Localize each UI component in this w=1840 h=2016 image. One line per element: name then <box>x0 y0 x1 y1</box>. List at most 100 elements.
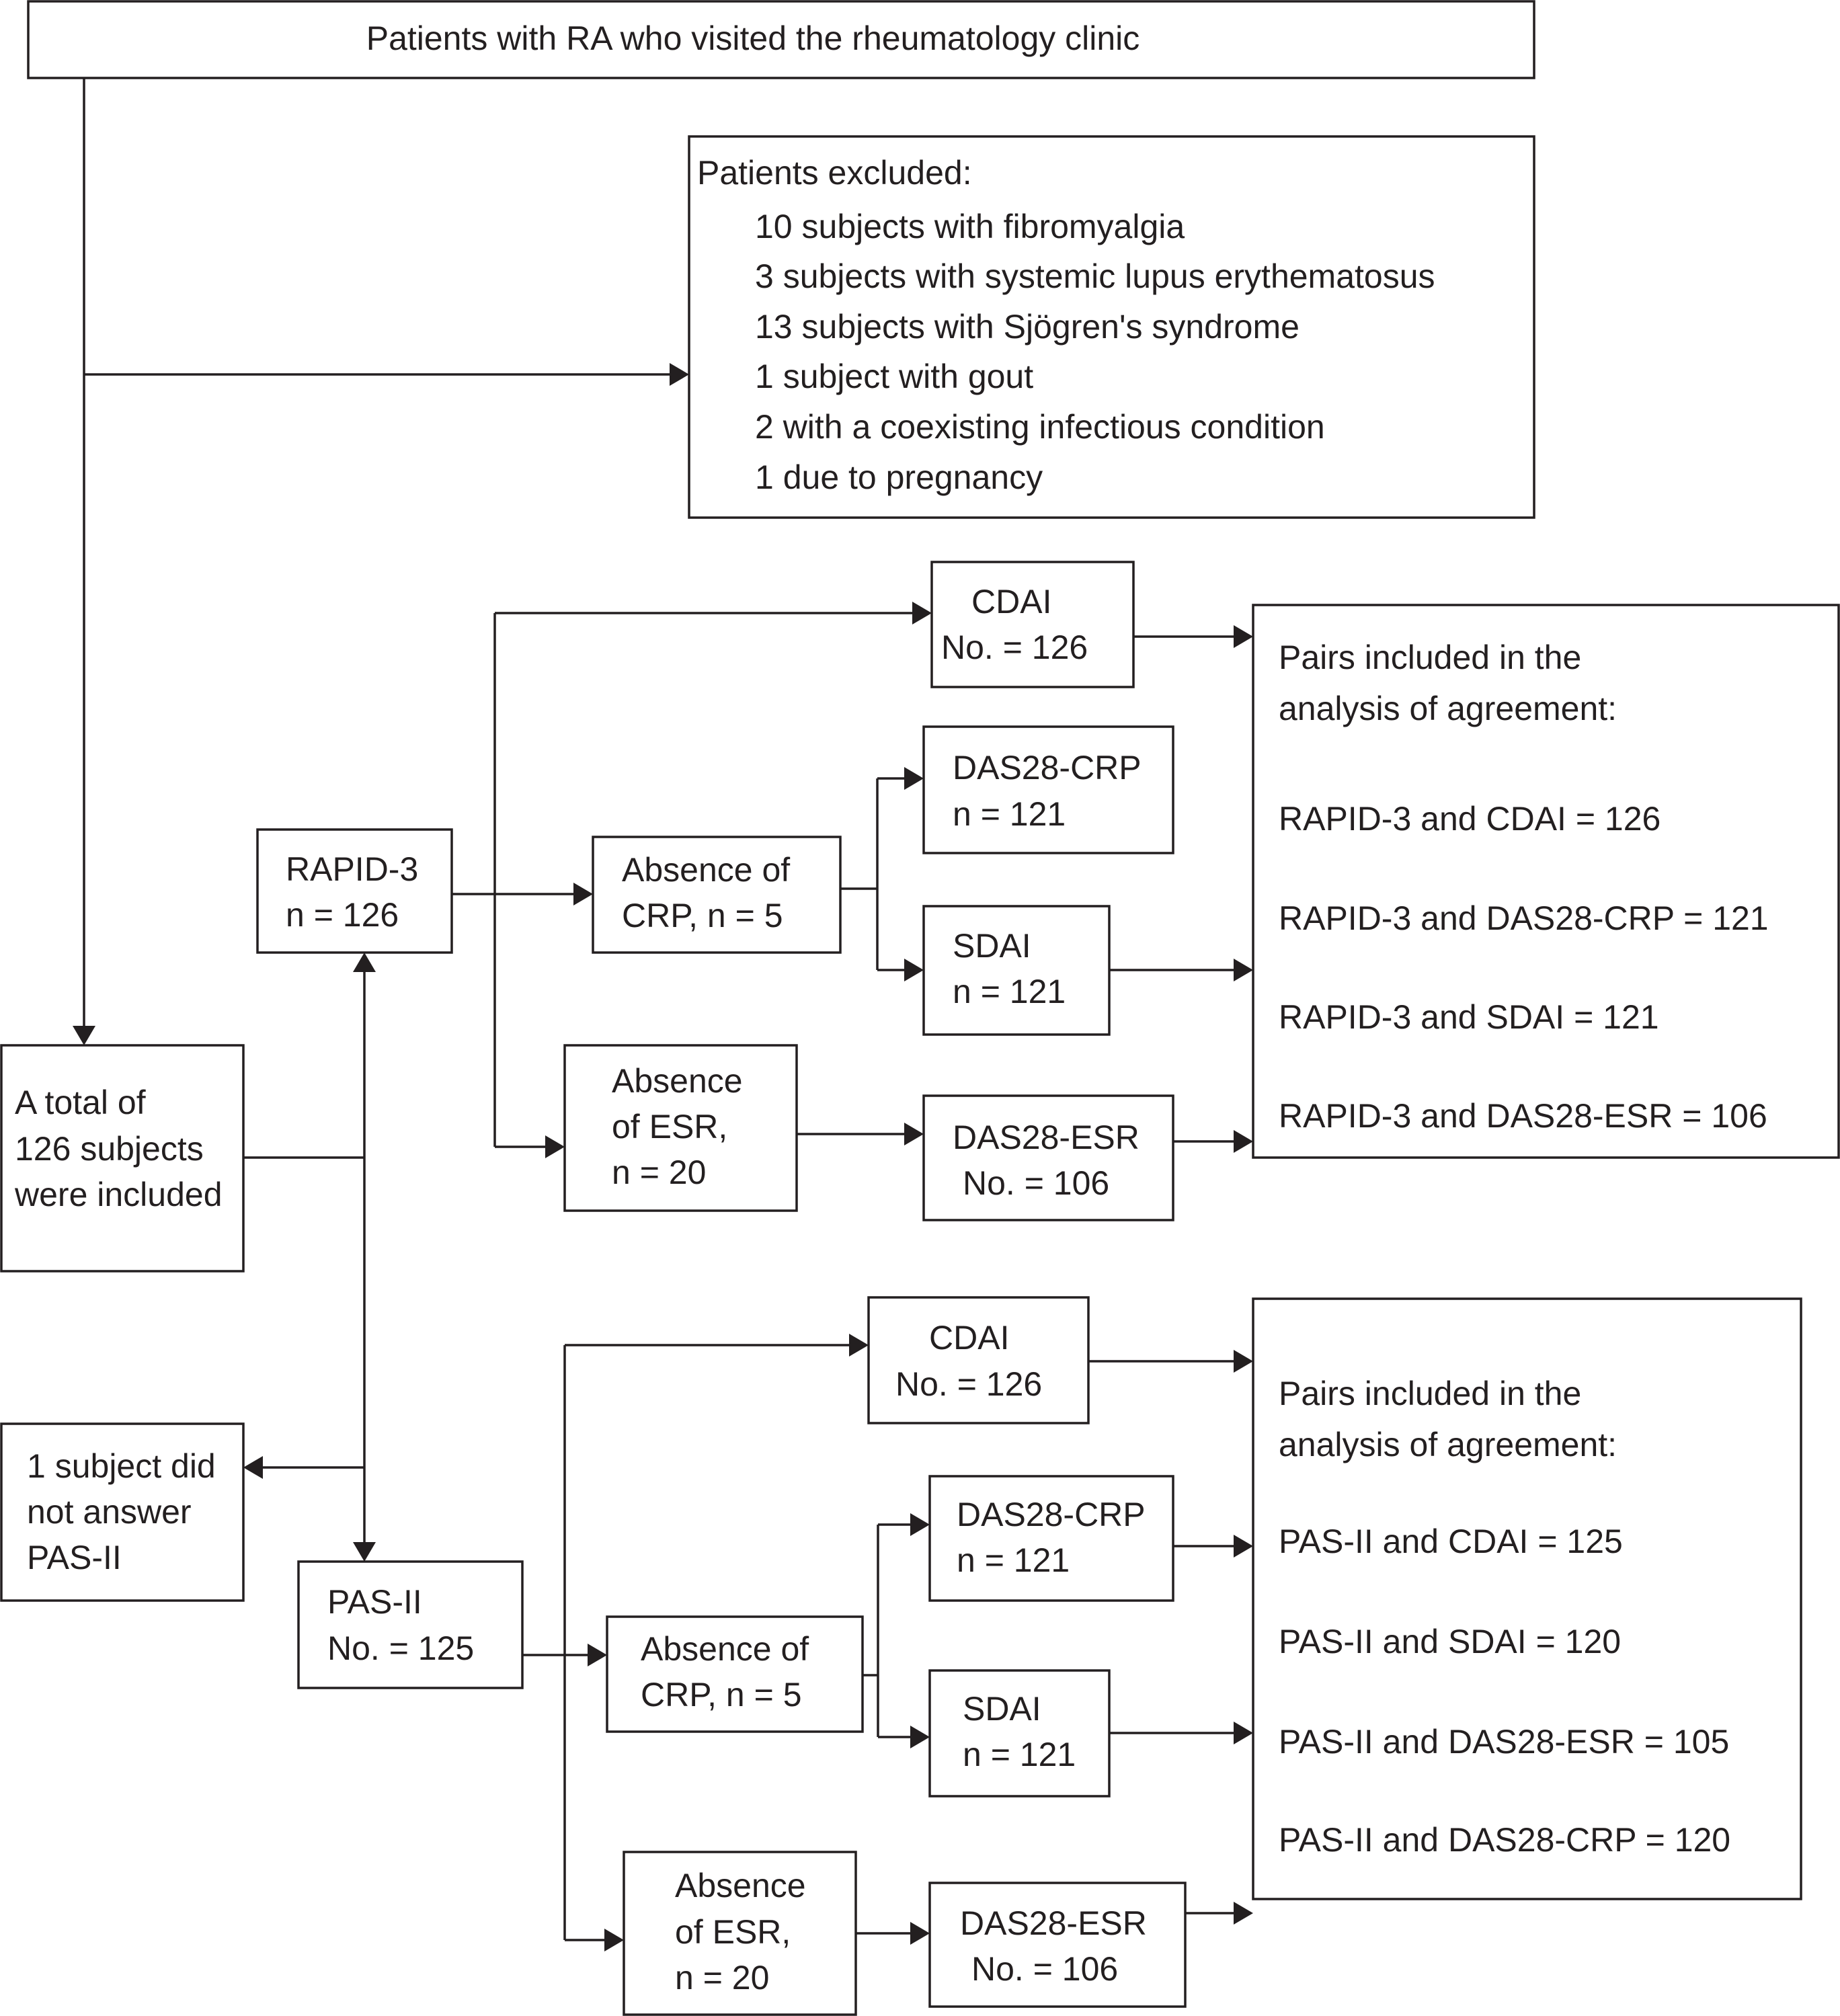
arrowhead <box>243 1456 263 1479</box>
rapid3-das28-crp-label: DAS28-CRP <box>953 749 1142 787</box>
pas2-box: PAS-II No. = 125 <box>297 1560 524 1689</box>
pas2-pairs-heading: Pairs included in the <box>1279 1375 1581 1412</box>
rapid3-absence-esr-line: of ESR, <box>612 1108 727 1145</box>
arrowhead <box>588 1644 607 1666</box>
pas2-pairs-heading: analysis of agreement: <box>1279 1426 1617 1463</box>
pas2-sdai-count: n = 121 <box>963 1736 1076 1773</box>
rapid3-cdai-count: No. = 126 <box>941 629 1088 666</box>
rapid3-das28-crp-box: DAS28-CRP n = 121 <box>922 725 1174 854</box>
rapid3-absence-esr-box: Absence of ESR, n = 20 <box>563 1044 798 1212</box>
arrowhead <box>904 959 924 981</box>
connectors <box>73 78 1253 1951</box>
rapid3-sdai-count: n = 121 <box>953 973 1066 1010</box>
rapid3-pair-item: RAPID-3 and DAS28-ESR = 106 <box>1279 1097 1767 1135</box>
pas2-pair-item: PAS-II and DAS28-CRP = 120 <box>1279 1821 1730 1859</box>
pas2-cdai-box: CDAI No. = 126 <box>867 1296 1090 1424</box>
excluded-item: 3 subjects with systemic lupus erythemat… <box>755 257 1435 295</box>
rapid3-pair-item: RAPID-3 and DAS28-CRP = 121 <box>1279 899 1769 937</box>
excluded-item: 10 subjects with fibromyalgia <box>755 208 1185 245</box>
rapid3-box: RAPID-3 n = 126 <box>256 828 453 954</box>
pas2-cdai-count: No. = 126 <box>895 1365 1042 1403</box>
pas2-das28-esr-box: DAS28-ESR No. = 106 <box>928 1882 1187 2008</box>
rapid3-sdai-label: SDAI <box>953 927 1031 965</box>
rapid3-absence-crp-line: CRP, n = 5 <box>622 897 783 934</box>
arrowhead <box>604 1929 624 1951</box>
rapid3-pairs-heading: Pairs included in the <box>1279 639 1581 676</box>
no-answer-line: not answer <box>27 1493 192 1531</box>
pas2-absence-esr-line: Absence <box>675 1867 806 1904</box>
excluded-title: Patients excluded: <box>697 154 972 192</box>
pas2-das28-esr-label: DAS28-ESR <box>960 1904 1147 1942</box>
rapid3-das28-esr-label: DAS28-ESR <box>953 1119 1139 1156</box>
arrowhead <box>1234 959 1253 981</box>
no-answer-box: 1 subject did not answer PAS-II <box>0 1422 245 1602</box>
total-line: were included <box>14 1176 223 1213</box>
excluded-item: 1 due to pregnancy <box>755 458 1043 496</box>
rapid3-label: RAPID-3 <box>286 850 418 888</box>
pas2-sdai-label: SDAI <box>963 1690 1041 1728</box>
pas2-count: No. = 125 <box>327 1629 474 1667</box>
rapid3-pairs-box: Pairs included in the analysis of agreem… <box>1252 604 1840 1159</box>
rapid3-das28-esr-count: No. = 106 <box>963 1164 1109 1202</box>
arrowhead <box>1234 1350 1253 1373</box>
arrowhead <box>573 883 593 905</box>
arrowhead <box>910 1513 930 1536</box>
arrowhead <box>670 363 689 386</box>
pas2-cdai-label: CDAI <box>929 1319 1009 1357</box>
arrowhead <box>849 1334 869 1357</box>
rapid3-count: n = 126 <box>286 896 399 934</box>
pas2-absence-crp-line: Absence of <box>641 1630 809 1668</box>
arrowhead <box>1234 1902 1253 1925</box>
rapid3-das28-crp-count: n = 121 <box>953 795 1066 833</box>
total-line: 126 subjects <box>15 1130 204 1168</box>
arrowhead <box>353 953 376 972</box>
arrowhead <box>1234 1130 1253 1153</box>
arrowhead <box>1234 625 1253 648</box>
arrowhead <box>910 1726 930 1748</box>
excluded-item: 1 subject with gout <box>755 358 1033 395</box>
rapid3-pair-item: RAPID-3 and CDAI = 126 <box>1279 800 1661 838</box>
total-line: A total of <box>15 1084 146 1121</box>
rapid3-absence-crp-line: Absence of <box>622 851 790 889</box>
rapid3-absence-esr-line: n = 20 <box>612 1154 706 1191</box>
arrowhead <box>910 1922 930 1945</box>
rapid3-cdai-box: CDAI No. = 126 <box>930 561 1135 688</box>
rapid3-absence-crp-box: Absence of CRP, n = 5 <box>592 836 842 954</box>
arrowhead <box>353 1542 376 1562</box>
pas2-das28-crp-label: DAS28-CRP <box>957 1496 1146 1533</box>
pas2-pair-item: PAS-II and DAS28-ESR = 105 <box>1279 1723 1729 1761</box>
pas2-pair-item: PAS-II and SDAI = 120 <box>1279 1623 1621 1660</box>
pas2-absence-esr-line: n = 20 <box>675 1959 769 1997</box>
pas2-das28-crp-box: DAS28-CRP n = 121 <box>928 1475 1174 1602</box>
excluded-box: Patients excluded: 10 subjects with fibr… <box>688 135 1535 519</box>
no-answer-line: 1 subject did <box>27 1447 216 1485</box>
pas2-absence-crp-line: CRP, n = 5 <box>641 1676 802 1713</box>
pas2-pairs-box: Pairs included in the analysis of agreem… <box>1252 1297 1802 1900</box>
pas2-das28-esr-count: No. = 106 <box>971 1950 1118 1988</box>
arrowhead <box>904 767 924 790</box>
rapid3-das28-esr-box: DAS28-ESR No. = 106 <box>922 1094 1174 1221</box>
top-box: Patients with RA who visited the rheumat… <box>27 0 1535 79</box>
pas2-absence-esr-line: of ESR, <box>675 1913 791 1951</box>
pas2-absence-crp-box: Absence of CRP, n = 5 <box>606 1615 864 1733</box>
arrowhead <box>904 1123 924 1145</box>
no-answer-line: PAS-II <box>27 1539 122 1576</box>
rapid3-absence-esr-line: Absence <box>612 1062 743 1100</box>
excluded-item: 2 with a coexisting infectious condition <box>755 408 1325 446</box>
rapid3-cdai-label: CDAI <box>971 583 1051 620</box>
rapid3-pair-item: RAPID-3 and SDAI = 121 <box>1279 998 1659 1036</box>
rapid3-sdai-box: SDAI n = 121 <box>922 905 1111 1036</box>
arrowhead <box>545 1135 565 1158</box>
arrowhead <box>912 602 932 624</box>
pas2-sdai-box: SDAI n = 121 <box>928 1669 1111 1798</box>
pas2-absence-esr-box: Absence of ESR, n = 20 <box>623 1851 857 2016</box>
arrowhead <box>73 1026 95 1045</box>
pas2-pair-item: PAS-II and CDAI = 125 <box>1279 1523 1623 1560</box>
pas2-das28-crp-count: n = 121 <box>957 1541 1070 1579</box>
total-included-box: A total of 126 subjects were included <box>0 1044 245 1273</box>
rapid3-pairs-heading: analysis of agreement: <box>1279 690 1617 727</box>
pas2-label: PAS-II <box>327 1583 422 1621</box>
arrowhead <box>1234 1535 1253 1558</box>
arrowhead <box>1234 1722 1253 1744</box>
